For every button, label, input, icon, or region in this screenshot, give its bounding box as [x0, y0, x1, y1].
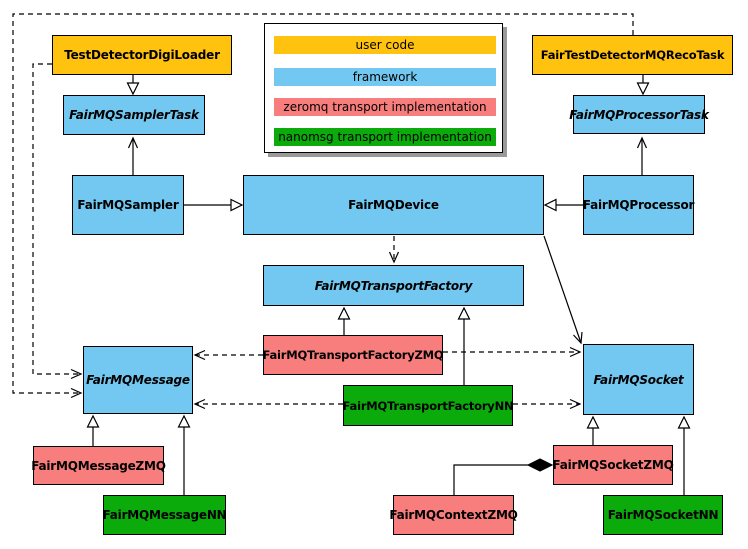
node-fairmqtransportfactoryzmq: FairMQTransportFactoryZMQ: [263, 335, 444, 375]
legend-item-framework: framework: [274, 68, 496, 86]
node-fairmqsocketzmq: FairMQSocketZMQ: [552, 445, 674, 485]
node-fairmqcontextzmq: FairMQContextZMQ: [389, 495, 518, 535]
edge-device-socket: [543, 235, 583, 345]
node-fairtestdetectormqrecotask: FairTestDetectorMQRecoTask: [532, 35, 733, 75]
node-fairmqsampler: FairMQSampler: [72, 175, 184, 235]
node-fairmqmessagezmq: FairMQMessageZMQ: [31, 446, 166, 485]
node-fairmqmessage: FairMQMessage: [83, 346, 193, 414]
node-fairmqmessagenn: FairMQMessageNN: [102, 495, 227, 535]
node-fairmqsocket: FairMQSocket: [583, 344, 694, 415]
composition-diamond: [526, 458, 554, 472]
node-fairmqtransportfactory: FairMQTransportFactory: [263, 265, 524, 306]
node-fairmqsamplertask: FairMQSamplerTask: [63, 95, 205, 135]
node-fairmqtransportfactorynn: FairMQTransportFactoryNN: [343, 385, 514, 426]
node-fairmqprocessortask: FairMQProcessorTask: [569, 95, 709, 134]
node-fairmqprocessor: FairMQProcessor: [583, 175, 694, 235]
edge-recotask-message: [12, 13, 634, 399]
node-testdetectordigiloader: TestDetectorDigiLoader: [52, 35, 232, 75]
node-fairmqdevice: FairMQDevice: [243, 175, 544, 235]
legend-item-user-code: user code: [274, 36, 496, 54]
legend-item-zeromq: zeromq transport implementation: [274, 98, 496, 116]
edge-contextzmq-socketzmq: [453, 464, 528, 495]
legend-item-nanomsg: nanomsg transport implementation: [274, 128, 496, 146]
node-fairmqsocketnn: FairMQSocketNN: [603, 495, 723, 535]
edge-digiloader-message: [32, 63, 83, 380]
legend: user code framework zeromq transport imp…: [264, 23, 503, 153]
